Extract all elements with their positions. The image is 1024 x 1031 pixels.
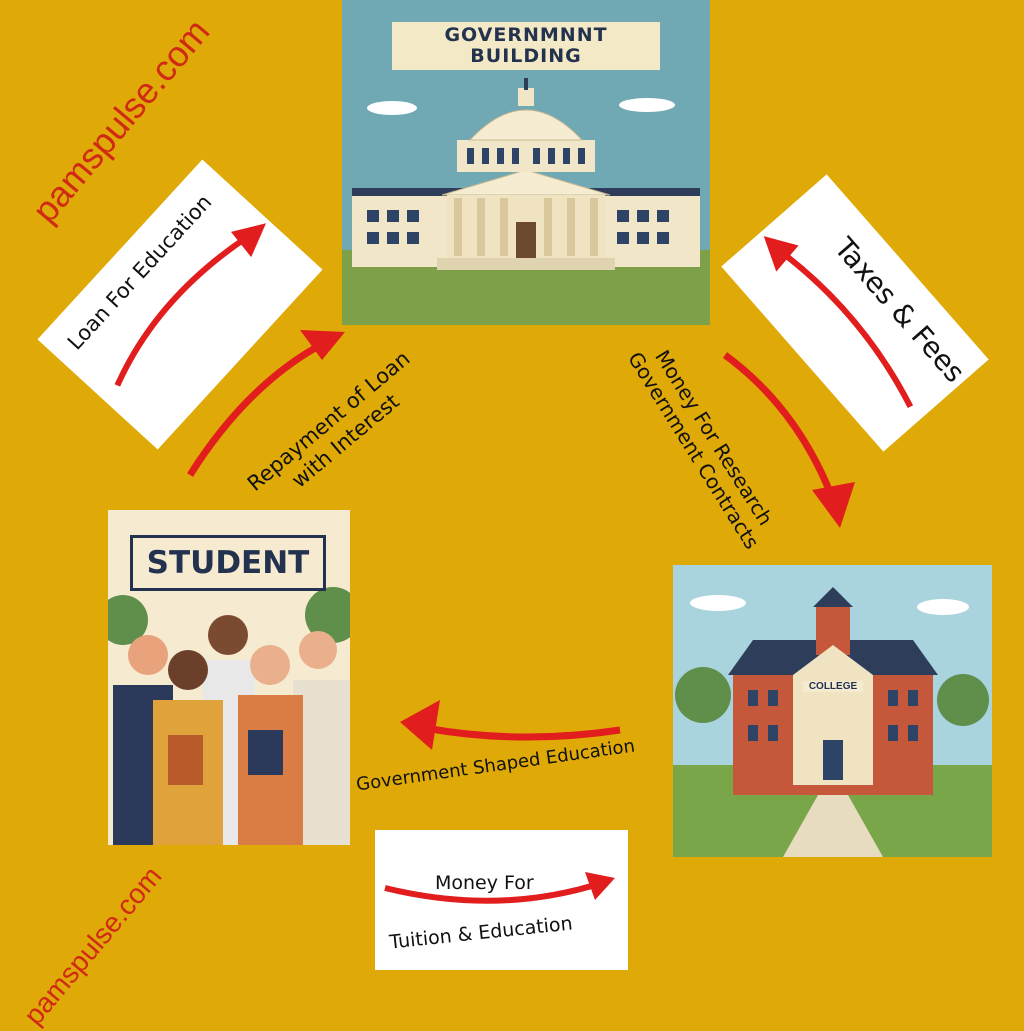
college-image: COLLEGE xyxy=(673,565,992,857)
loan-arrow-icon xyxy=(114,223,266,387)
taxes-card: Taxes & Fees xyxy=(721,174,989,452)
government-title-box: GOVERNMNNT BUILDING xyxy=(392,22,660,70)
tuition-arrow-icon xyxy=(384,872,615,904)
college-sign: COLLEGE xyxy=(803,681,863,692)
student-image: STUDENT xyxy=(108,510,350,845)
government-title-line2: BUILDING xyxy=(470,45,582,67)
college-illustration xyxy=(673,587,992,857)
shaped-education-arrow-icon xyxy=(400,700,621,750)
government-title-line1: GOVERNMNNT xyxy=(444,24,608,46)
loan-card: Loan For Education xyxy=(37,159,323,450)
government-building-image: GOVERNMNNT BUILDING xyxy=(342,0,710,325)
tuition-line1: Money For xyxy=(435,872,534,894)
research-arrow-icon xyxy=(722,352,855,528)
student-title-box: STUDENT xyxy=(130,535,326,591)
repayment-arrow-icon xyxy=(187,330,345,477)
taxes-arrow-icon xyxy=(763,236,914,409)
students-illustration xyxy=(108,587,350,845)
tuition-card: Money For Tuition & Education xyxy=(375,830,628,970)
